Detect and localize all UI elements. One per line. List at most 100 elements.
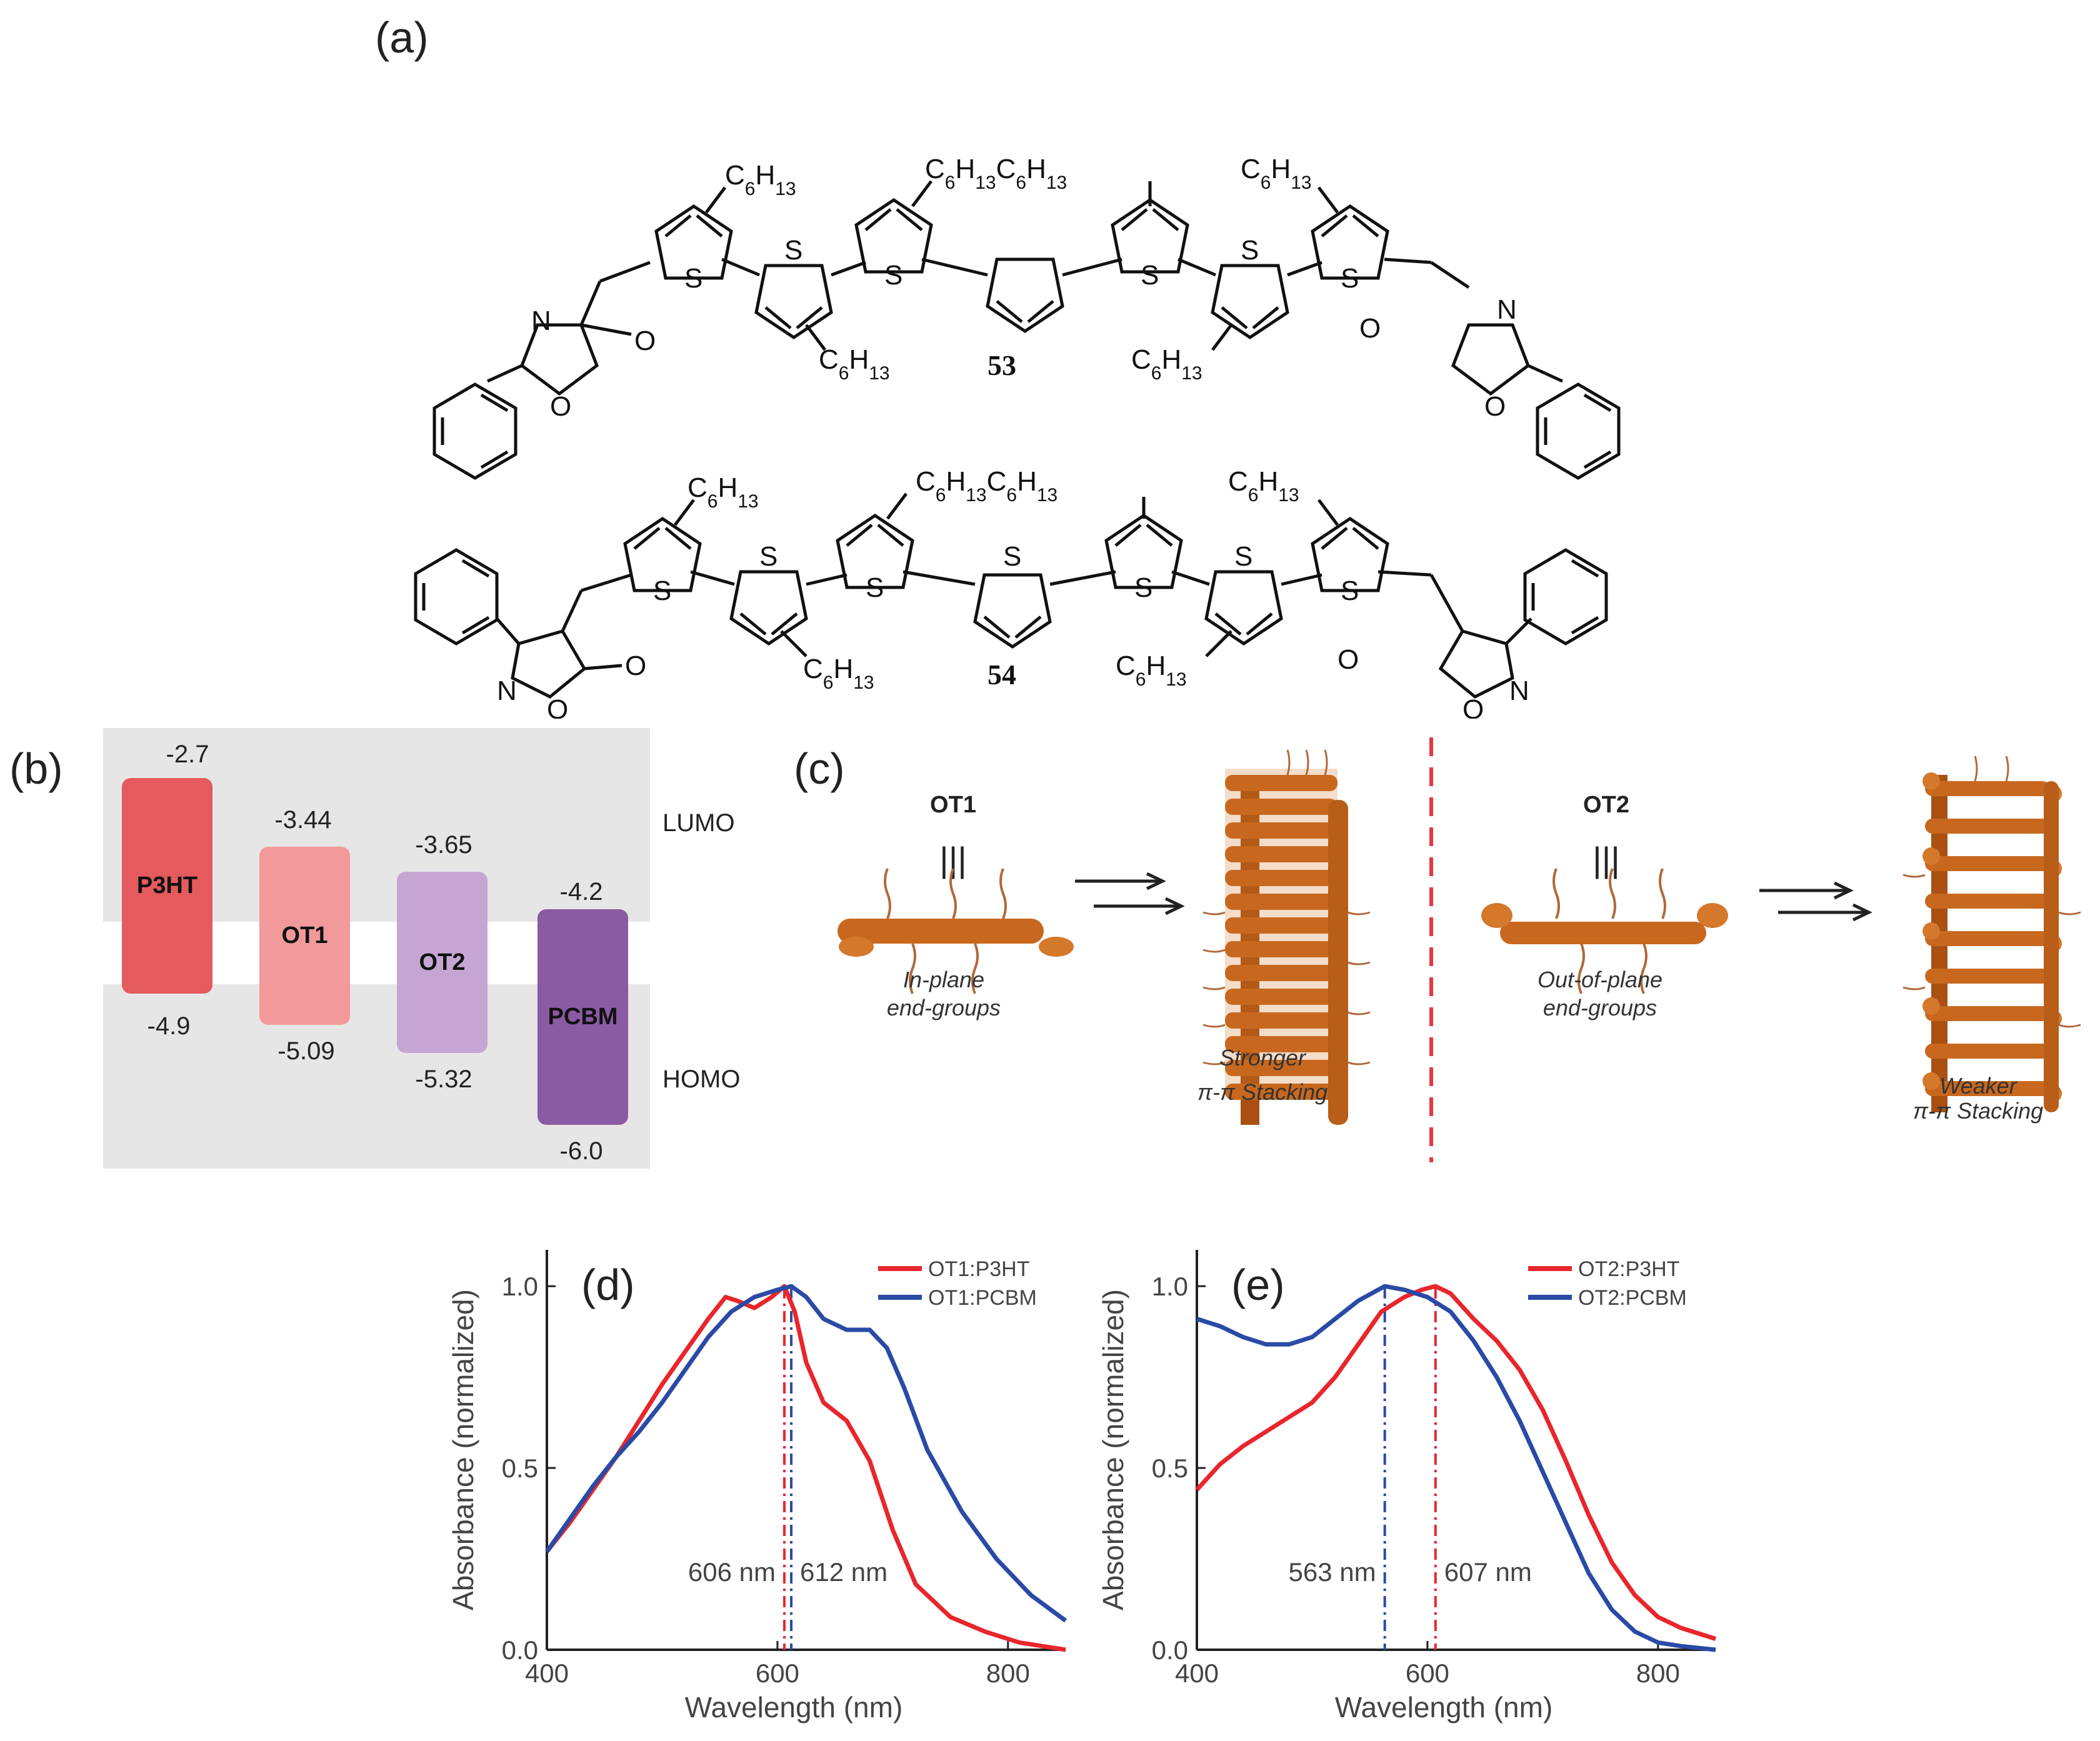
ot1-result-line2: π-π Stacking	[1198, 1079, 1328, 1105]
y-tick-label: 0.0	[502, 1635, 538, 1665]
legend-label: OT1:PCBM	[928, 1286, 1037, 1310]
svg-text:C6H13: C6H13	[819, 344, 890, 384]
svg-text:C6H13: C6H13	[1228, 466, 1299, 506]
panel-c-label: (c)	[794, 744, 845, 793]
ot1-lumo-value: -3.44	[274, 806, 332, 834]
chemical-structures: N O O N O O S S S S S S S	[0, 154, 2100, 719]
svg-text:S: S	[1003, 541, 1021, 572]
svg-text:C6H13: C6H13	[725, 160, 796, 199]
peak-label: 563 nm	[1289, 1557, 1376, 1587]
svg-text:C6H13C6H13: C6H13C6H13	[925, 154, 1067, 193]
panel-b-label: (b)	[9, 744, 63, 793]
ot2-caption-line2: end-groups	[1543, 995, 1657, 1020]
ot2-bar: OT2	[397, 872, 488, 1053]
svg-text:S: S	[1134, 572, 1152, 603]
y-tick-label: 0.5	[1152, 1454, 1188, 1483]
series-line-ot2-p3ht	[1195, 1284, 1717, 1641]
ot2-molecule	[1481, 868, 1728, 994]
p3ht-bar: P3HT	[122, 778, 212, 994]
x-axis-label: Wavelength (nm)	[1335, 1691, 1553, 1724]
pcbm-lumo-value: -4.2	[559, 878, 603, 905]
y-tick-label: 1.0	[502, 1272, 538, 1301]
equilibrium-arrow-2	[1759, 881, 1872, 922]
legend-label: OT2:PCBM	[1578, 1286, 1687, 1310]
svg-text:S: S	[1341, 263, 1359, 294]
svg-text:S: S	[1141, 260, 1159, 291]
atom-o: O	[550, 391, 571, 422]
svg-text:S: S	[684, 263, 702, 294]
atom-n: N	[1497, 294, 1517, 325]
ot2-label: OT2	[419, 949, 466, 975]
ot1-caption-line2: end-groups	[887, 995, 1001, 1020]
ot2-equiv-symbol: |||	[1592, 840, 1620, 879]
pcbm-label: PCBM	[548, 1004, 618, 1030]
series-line-ot1-pcbm	[545, 1284, 1068, 1623]
ot1-molecule	[838, 868, 1074, 994]
svg-text:S: S	[1341, 576, 1359, 606]
p3ht-label: P3HT	[136, 872, 198, 899]
svg-text:C6H13: C6H13	[1116, 651, 1187, 690]
panel-label: (d)	[581, 1260, 635, 1309]
pcbm-homo-value: -6.0	[559, 1137, 603, 1165]
series-line-ot2-pcbm	[1196, 1284, 1716, 1652]
ot1-strong-stack	[1202, 749, 1371, 1125]
ot1-result-line1: Stronger	[1219, 1045, 1307, 1070]
y-tick-label: 1.0	[1152, 1272, 1188, 1301]
panel-label: (e)	[1231, 1260, 1285, 1309]
atom-o: O	[634, 326, 656, 356]
series-line-ot1-p3ht	[545, 1284, 1066, 1652]
compound-54-structure: N O O O O N S S S S S S S C6	[416, 466, 1606, 719]
legend-label: OT1:P3HT	[928, 1257, 1029, 1281]
x-axis-label: Wavelength (nm)	[685, 1691, 903, 1724]
x-tick-label: 800	[1636, 1659, 1680, 1688]
peak-label: 606 nm	[688, 1557, 776, 1587]
y-axis-label: Absorbance (normalized)	[1097, 1289, 1129, 1610]
ot1-label: OT1	[281, 922, 328, 949]
x-tick-label: 800	[986, 1659, 1030, 1688]
atom-o: O	[1484, 391, 1506, 422]
ot1-title: OT1	[930, 792, 976, 818]
homo-label: HOMO	[662, 1065, 741, 1093]
svg-text:S: S	[884, 260, 902, 291]
x-tick-label: 600	[756, 1659, 799, 1688]
ot1-equiv-symbol: |||	[939, 840, 967, 879]
svg-text:O: O	[1338, 644, 1359, 675]
equilibrium-arrow-1	[1075, 872, 1185, 915]
svg-text:O: O	[1462, 694, 1484, 719]
ot2-homo-value: -5.32	[415, 1065, 472, 1093]
energy-level-diagram: -2.7 P3HT -4.9 -3.44 OT1 -5.09 -3.65 OT2…	[103, 728, 650, 1169]
x-tick-label: 600	[1406, 1659, 1449, 1688]
y-tick-label: 0.5	[502, 1454, 538, 1483]
svg-text:N: N	[497, 676, 517, 706]
svg-text:S: S	[759, 541, 778, 572]
atom-o: O	[1359, 313, 1381, 344]
svg-text:C6H13: C6H13	[803, 654, 874, 693]
svg-text:C6H13: C6H13	[688, 472, 759, 512]
svg-text:S: S	[1234, 541, 1252, 572]
svg-text:S: S	[1241, 235, 1259, 266]
svg-text:S: S	[653, 576, 671, 606]
svg-text:N: N	[1509, 676, 1529, 706]
compound-54-label: 54	[988, 659, 1016, 691]
y-tick-label: 0.0	[1152, 1635, 1188, 1665]
pcbm-bar: PCBM	[538, 909, 628, 1125]
peak-label: 612 nm	[800, 1557, 888, 1587]
compound-53-label: 53	[988, 349, 1016, 381]
atom-n: N	[531, 306, 551, 336]
y-axis-label: Absorbance (normalized)	[447, 1289, 479, 1610]
legend-label: OT2:P3HT	[1578, 1257, 1679, 1281]
p3ht-homo-value: -4.9	[147, 1012, 191, 1040]
lumo-label: LUMO	[662, 809, 735, 837]
p3ht-lumo-value: -2.7	[166, 741, 209, 768]
ot2-result-line2: π-π Stacking	[1913, 1098, 2043, 1124]
ot1-homo-value: -5.09	[278, 1037, 335, 1065]
ot2-lumo-value: -3.65	[415, 831, 472, 859]
svg-text:C6H13: C6H13	[1131, 344, 1202, 384]
peak-label: 607 nm	[1444, 1557, 1532, 1587]
x-tick-label: 400	[1175, 1659, 1219, 1688]
svg-text:S: S	[866, 572, 884, 603]
ot2-caption-line1: Out-of-plane	[1538, 967, 1662, 992]
x-tick-label: 400	[525, 1659, 569, 1688]
svg-text:C6H13C6H13: C6H13C6H13	[916, 466, 1058, 506]
